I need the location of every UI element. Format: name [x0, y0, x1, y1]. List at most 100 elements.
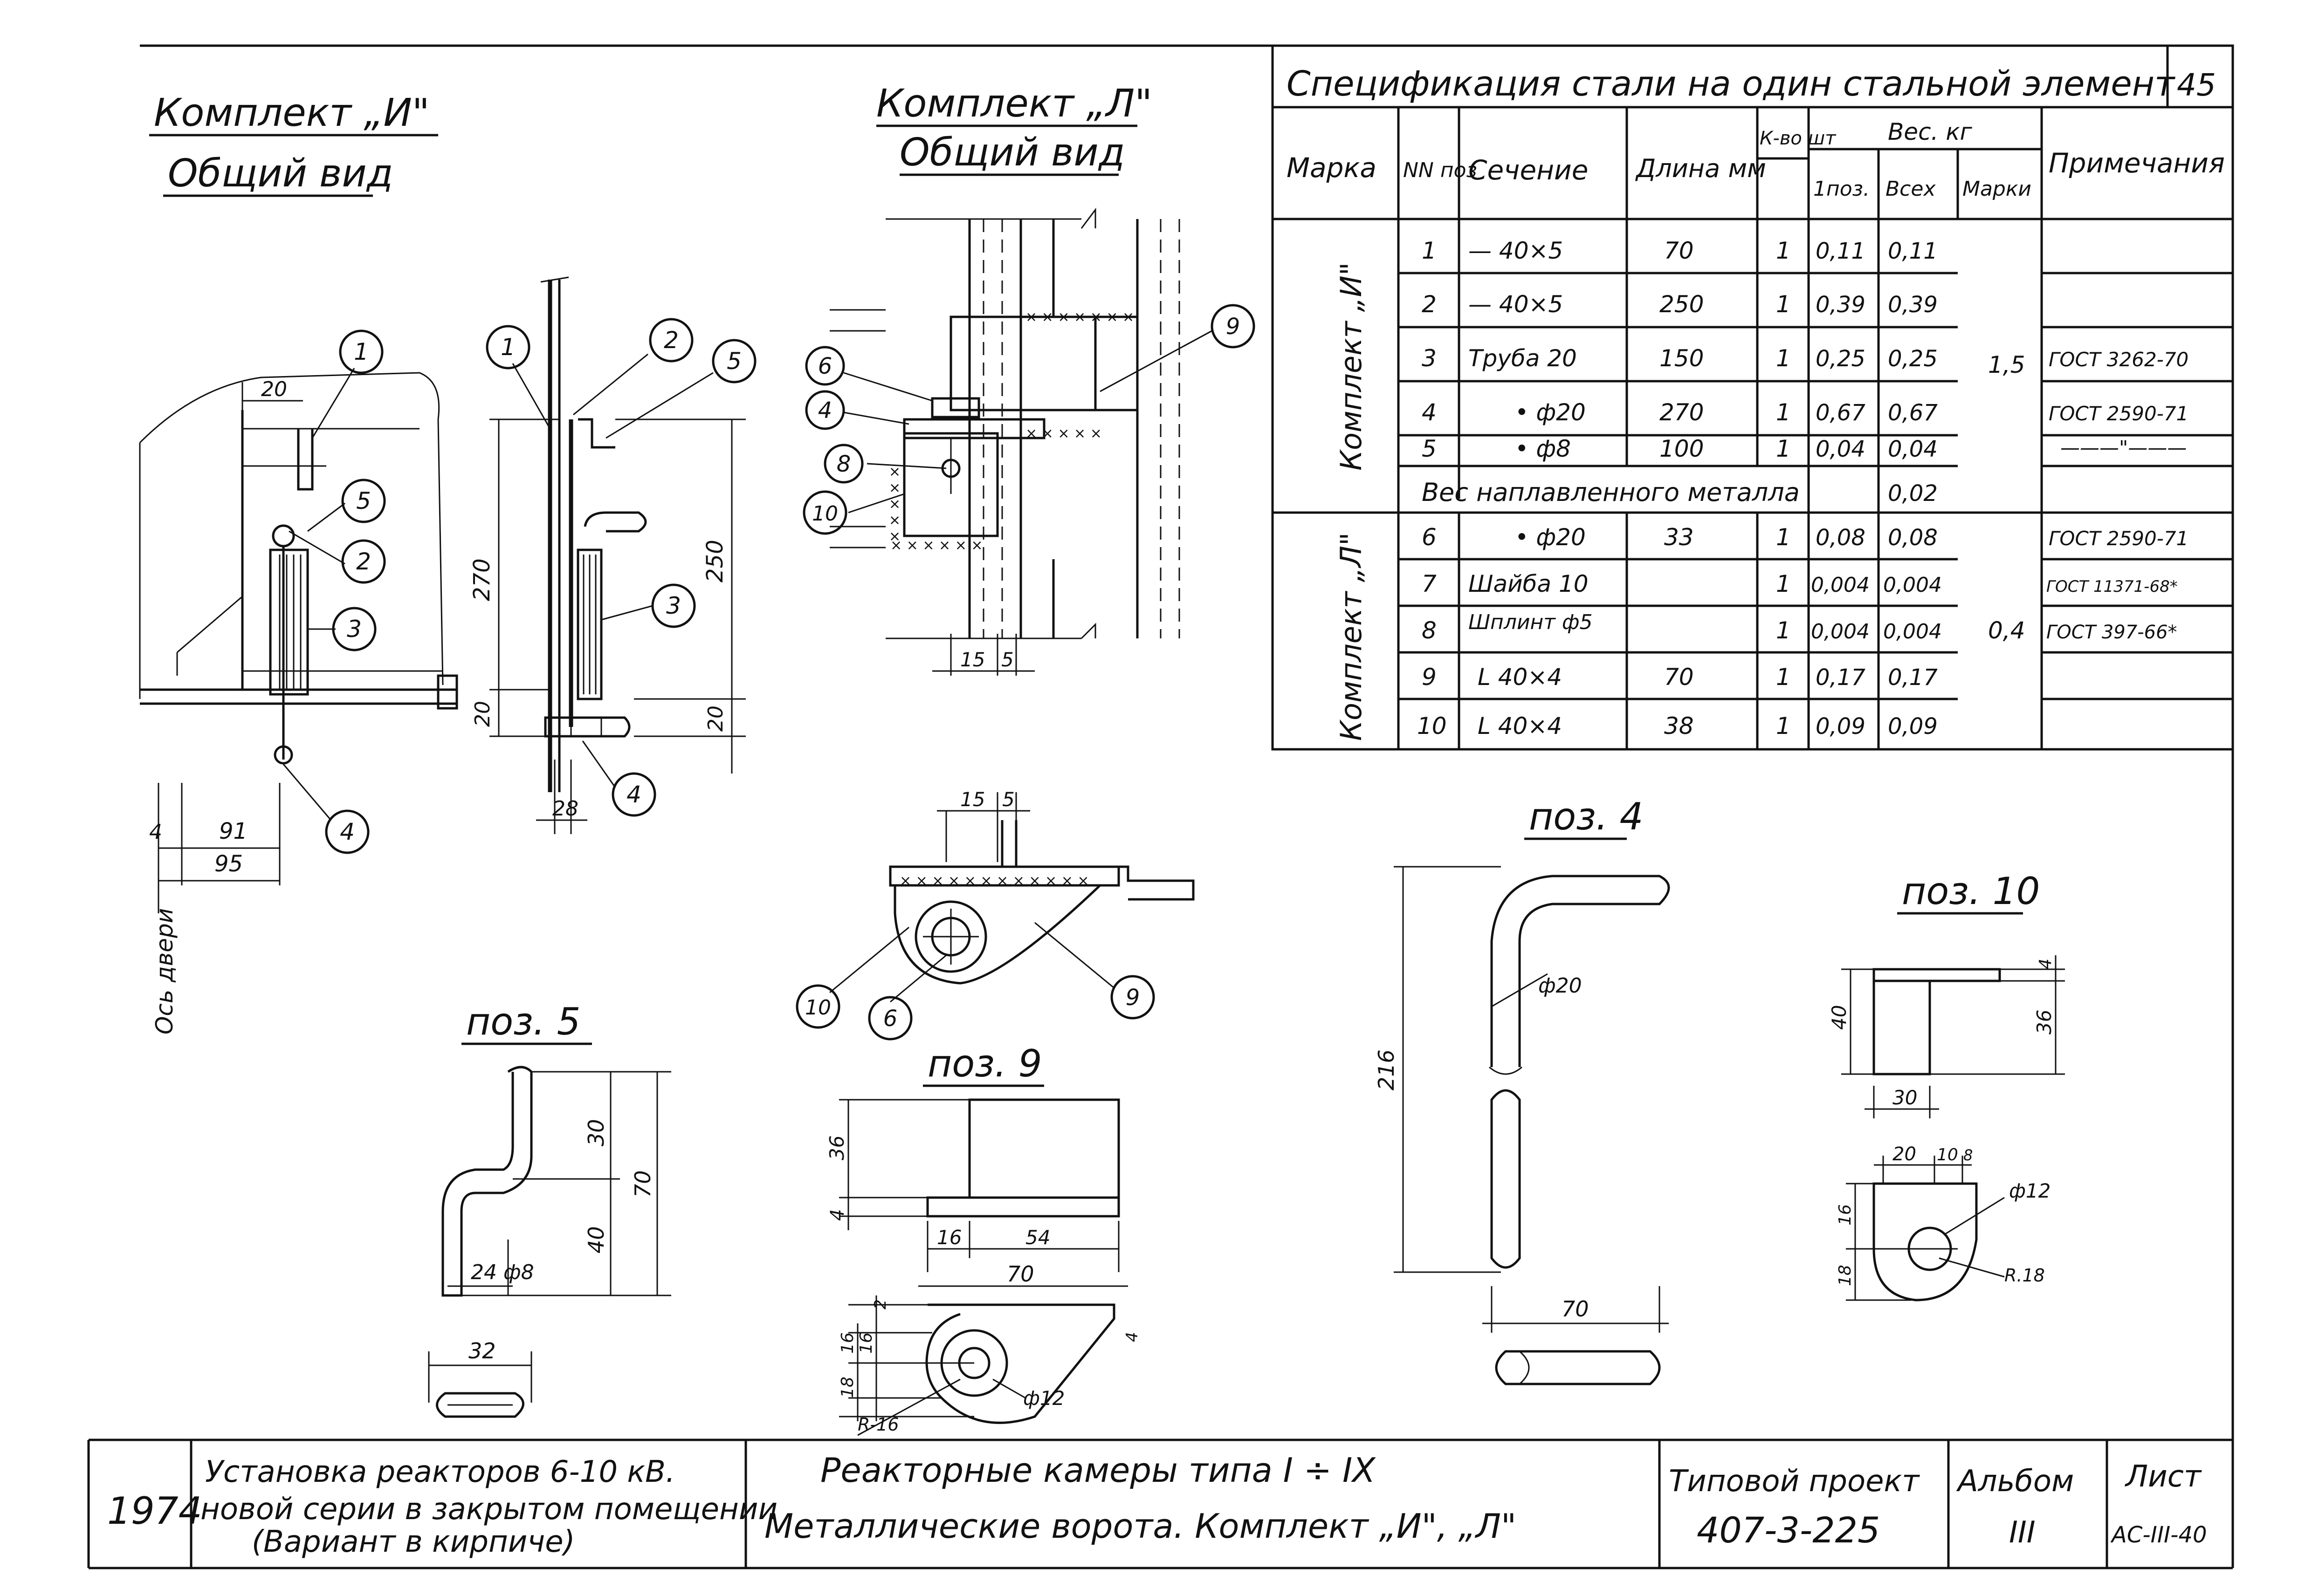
svg-text:— 40×5: — 40×5 [1468, 237, 1563, 264]
spec-row-l-10: 10 L 40×4 38 1 0,09 0,09 [1417, 712, 1938, 740]
spec-title: Спецификация стали на один стальной элем… [1287, 64, 2175, 104]
svg-text:4: 4 [340, 818, 355, 845]
svg-text:0,11: 0,11 [1888, 238, 1938, 264]
poz10-dim-phi12: ф12 [2009, 1179, 2051, 1202]
svg-text:33: 33 [1664, 524, 1694, 551]
svg-text:ГОСТ 3262-70: ГОСТ 3262-70 [2049, 348, 2188, 371]
poz10-dim-18: 18 [1836, 1265, 1855, 1286]
svg-text:0,39: 0,39 [1816, 292, 1865, 318]
hinge-dim-15: 15 [960, 788, 985, 811]
side-pipe-hatch [583, 555, 597, 694]
hinge-weld-marks: × × × × × × × × × × × × [900, 873, 1089, 889]
svg-text:10: 10 [805, 996, 831, 1020]
poz5-dim-phi8: ф8 [503, 1260, 534, 1284]
spec-table: Спецификация стали на один стальной элем… [1271, 44, 2234, 751]
poz10-dim-4: 4 [2036, 959, 2055, 969]
svg-text:0,004: 0,004 [1883, 573, 1942, 597]
dim-20-left: 20 [471, 701, 495, 727]
balloon-side-5: 5 [712, 339, 757, 384]
svg-text:1: 1 [1776, 712, 1791, 740]
balloon-left-1: 1 [339, 329, 384, 374]
poz10-dim-20: 20 [1892, 1144, 1916, 1165]
group-l-label: Комплект „Л" [1334, 532, 1368, 741]
svg-text:1: 1 [1422, 237, 1437, 264]
balloon-left-4: 4 [325, 809, 370, 854]
svg-text:10: 10 [812, 502, 838, 526]
hdr-w-one: 1поз. [1813, 177, 1870, 201]
svg-text:Шайба 10: Шайба 10 [1468, 570, 1589, 597]
balloon-left-5: 5 [341, 479, 386, 523]
svg-text:0,04: 0,04 [1816, 436, 1865, 462]
svg-text:1: 1 [1776, 524, 1791, 551]
svg-text:4: 4 [818, 397, 833, 424]
dim-270: 270 [469, 558, 495, 601]
balloon-side-1: 1 [486, 325, 530, 370]
svg-text:2: 2 [1422, 291, 1437, 318]
svg-text:× × × × × ×: × × × × × × [890, 537, 983, 554]
svg-text:0,39: 0,39 [1888, 292, 1938, 318]
balloon-mid-6: 6 [805, 346, 845, 386]
poz10-dim-36: 36 [2033, 1010, 2056, 1034]
poz10-dim-30: 30 [1892, 1086, 1917, 1109]
svg-text:L 40×4: L 40×4 [1478, 664, 1562, 691]
hdr-pos: NN поз [1403, 158, 1477, 182]
svg-text:250: 250 [1659, 291, 1704, 318]
balloon-left-2: 2 [341, 539, 386, 584]
poz5-dim-24: 24 [471, 1260, 497, 1284]
svg-text:5: 5 [356, 487, 371, 514]
hdr-weight: Вес. кг [1888, 118, 1973, 145]
svg-text:0,09: 0,09 [1888, 713, 1938, 740]
spec-row-i-3: 3 Труба 20 150 1 0,25 0,25 ГОСТ 3262-70 [1422, 345, 2188, 372]
detail-poz5: поз. 5 30 70 40 24 ф8 32 [428, 1000, 671, 1418]
mid-dim-5: 5 [1001, 648, 1014, 671]
svg-text:8: 8 [837, 451, 851, 477]
svg-text:0,04: 0,04 [1888, 436, 1938, 462]
poz9-dim-r16: R-16 [858, 1414, 899, 1435]
poz10-dim-8: 8 [1963, 1146, 1973, 1164]
balloon-hinge-6: 6 [868, 996, 913, 1041]
svg-text:Труба 20: Труба 20 [1468, 345, 1577, 372]
mid-view-subtitle: Общий вид [900, 130, 1125, 175]
balloon-left-3: 3 [332, 607, 377, 651]
svg-text:70: 70 [1664, 664, 1694, 691]
svg-text:• ф20: • ф20 [1515, 524, 1586, 551]
svg-text:10: 10 [1417, 712, 1447, 740]
svg-text:L 40×4: L 40×4 [1478, 712, 1562, 740]
weld-marks-10: × × × × × × × × × × × [887, 466, 983, 554]
door-axis-note: Ось двери [151, 908, 178, 1034]
svg-text:× × × × ×: × × × × × [1025, 425, 1102, 442]
poz9-dim-54: 54 [1025, 1226, 1050, 1249]
dim-20-right: 20 [704, 706, 728, 732]
poz9-dim-18: 18 [838, 1377, 857, 1398]
balloon-side-2: 2 [649, 318, 694, 363]
spec-row-i-4: 4 • ф20 270 1 0,67 0,67 ГОСТ 2590-71 [1422, 399, 2188, 426]
svg-text:3: 3 [1422, 345, 1437, 372]
balloon-mid-4: 4 [805, 390, 845, 430]
poz5-dim-30: 30 [584, 1119, 609, 1146]
svg-text:6: 6 [883, 1006, 898, 1032]
svg-text:1: 1 [1776, 570, 1791, 597]
poz9-dim-36: 36 [826, 1136, 848, 1160]
hdr-notes: Примечания [2049, 147, 2225, 179]
svg-text:• ф20: • ф20 [1515, 399, 1586, 426]
weld-marks-9: × × × × × × × × × × × × [1025, 309, 1134, 442]
spec-row-i-1: 1 — 40×5 70 1 0,11 0,11 [1422, 237, 1938, 264]
svg-text:6: 6 [1422, 524, 1437, 551]
svg-text:ГОСТ 2590-71: ГОСТ 2590-71 [2049, 527, 2188, 550]
poz9-dim-16b: 16 [838, 1332, 857, 1354]
poz4-dim-70: 70 [1562, 1296, 1589, 1322]
hdr-qty: К-во шт [1760, 128, 1837, 149]
svg-text:100: 100 [1659, 435, 1704, 462]
svg-text:———"———: ———"——— [2060, 436, 2187, 459]
svg-text:5: 5 [1422, 435, 1437, 462]
balloon-hinge-9: 9 [1110, 975, 1155, 1020]
svg-text:2: 2 [664, 327, 679, 354]
svg-text:× × × × × × ×: × × × × × × × [1025, 309, 1134, 325]
svg-text:6: 6 [818, 353, 833, 379]
spec-row-l-6: 6 • ф20 33 1 0,08 0,08 ГОСТ 2590-71 [1422, 524, 2188, 551]
svg-text:Шплинт ф5: Шплинт ф5 [1468, 610, 1593, 634]
svg-text:0,004: 0,004 [1811, 573, 1870, 597]
poz5-dim-32: 32 [468, 1338, 496, 1363]
poz9-title: поз. 9 [928, 1042, 1042, 1085]
